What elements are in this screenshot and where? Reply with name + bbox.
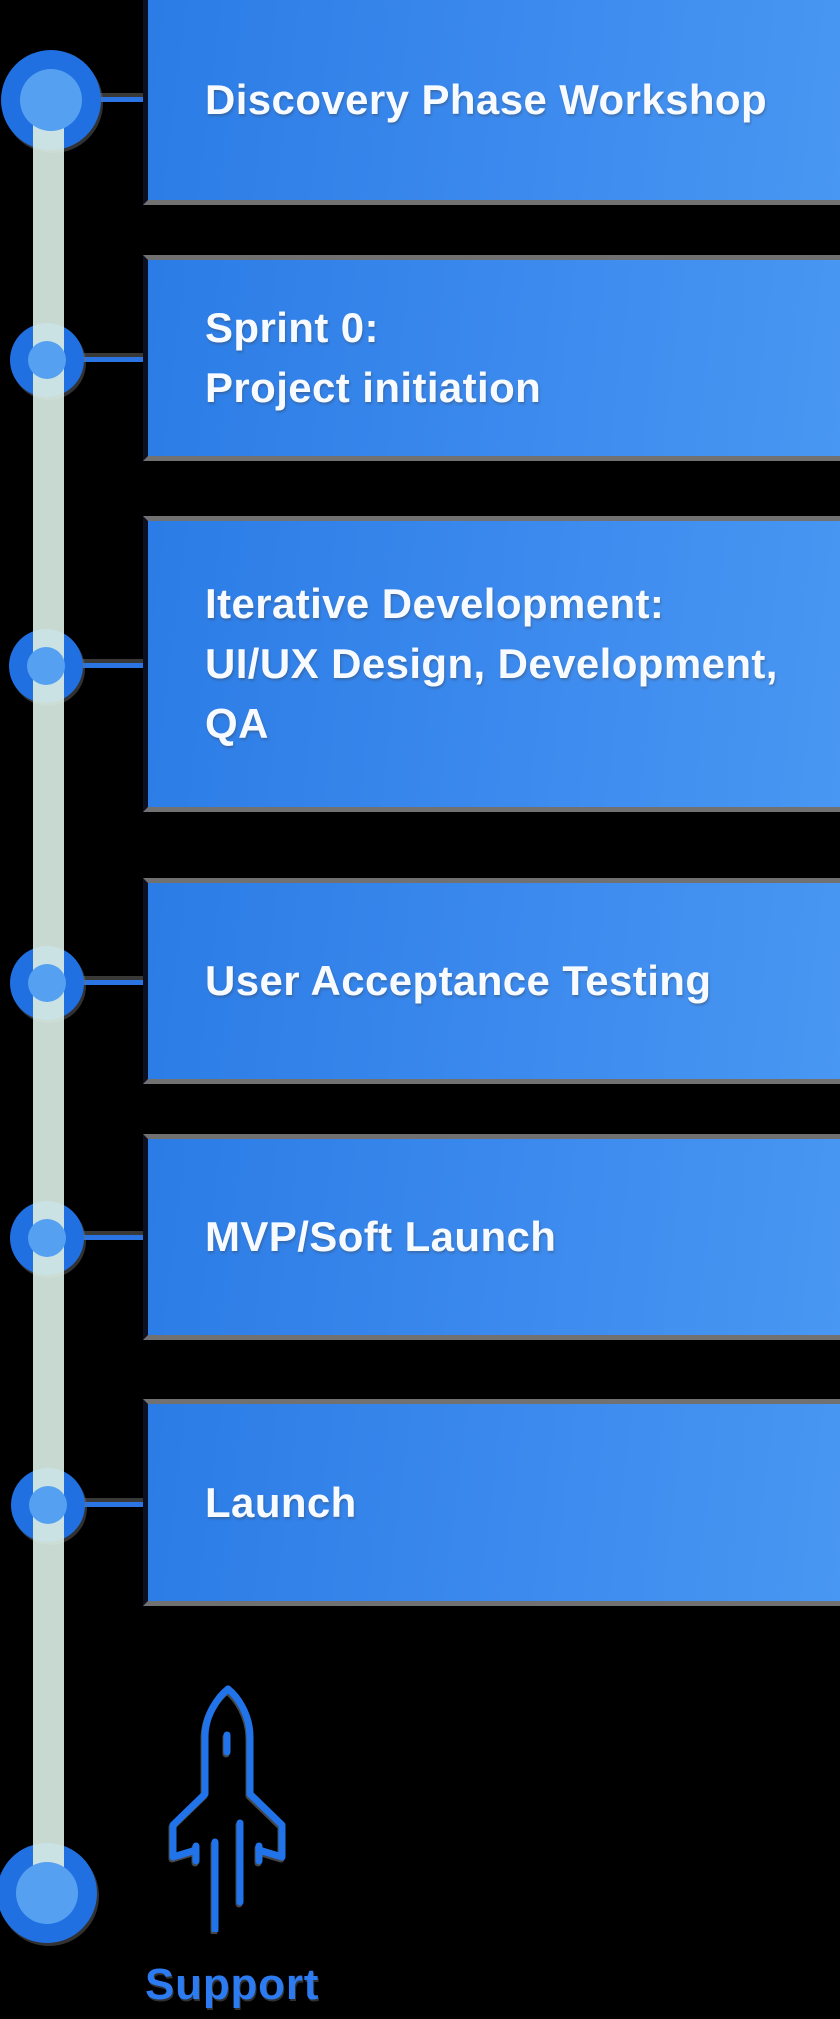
timeline-node-7-inner bbox=[16, 1862, 78, 1924]
rocket-icon bbox=[169, 1685, 286, 1932]
card-title-line: Project initiation bbox=[205, 364, 542, 411]
timeline-node-3-inner bbox=[27, 647, 65, 685]
card-title-line: UI/UX Design, Development, bbox=[205, 640, 778, 687]
timeline-node-1-inner bbox=[20, 69, 82, 131]
card-title-line: Iterative Development: bbox=[205, 580, 665, 627]
timeline-node-5-inner bbox=[28, 1219, 66, 1257]
connector-line-3 bbox=[50, 663, 145, 668]
connector-line-5 bbox=[50, 1235, 145, 1240]
timeline-node-2-inner bbox=[28, 341, 66, 379]
connector-line-6 bbox=[50, 1502, 145, 1507]
card-title-line: Sprint 0: bbox=[205, 304, 379, 351]
connector-line-4 bbox=[50, 980, 145, 985]
card-iterative-development: Iterative Development: UI/UX Design, Dev… bbox=[143, 516, 840, 812]
card-title-line: MVP/Soft Launch bbox=[205, 1213, 557, 1260]
connector-line-2 bbox=[50, 357, 145, 362]
card-title-line: User Acceptance Testing bbox=[205, 957, 712, 1004]
card-title-line: Launch bbox=[205, 1478, 357, 1526]
card-discovery: Discovery Phase Workshop bbox=[143, 0, 840, 205]
support-label: Support bbox=[145, 1960, 320, 2009]
card-title-line: QA bbox=[205, 700, 269, 747]
card-launch: Launch bbox=[143, 1399, 840, 1606]
timeline-node-6-inner bbox=[29, 1486, 67, 1524]
card-title-line: Discovery Phase Workshop bbox=[205, 76, 768, 123]
card-sprint-0: Sprint 0: Project initiation bbox=[143, 255, 840, 461]
card-user-acceptance-testing: User Acceptance Testing bbox=[143, 878, 840, 1084]
timeline-node-4-inner bbox=[28, 964, 66, 1002]
card-mvp-soft-launch: MVP/Soft Launch bbox=[143, 1134, 840, 1340]
